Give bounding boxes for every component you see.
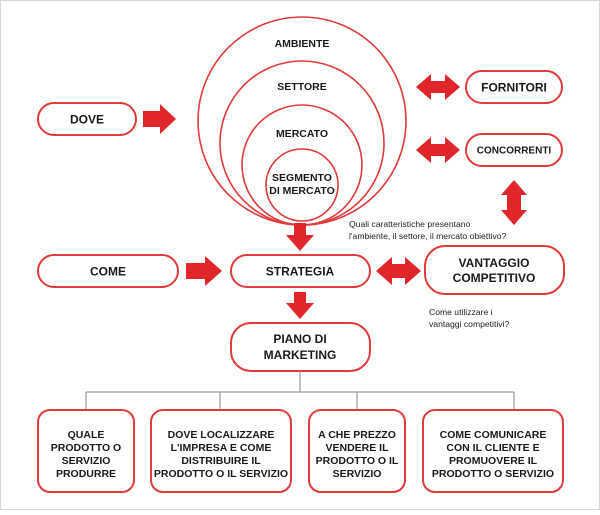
- ring-ambiente-label: AMBIENTE: [275, 38, 330, 50]
- output-box-distribuzione-line-4: PRODOTTO O IL SERVIZIO: [154, 468, 288, 480]
- node-fornitori-shape: [465, 70, 563, 104]
- node-fornitori: FORNITORI: [465, 70, 563, 104]
- ring-settore-label: SETTORE: [277, 81, 326, 93]
- node-dove: DOVE: [37, 102, 137, 136]
- output-box-prezzo-shape: [308, 409, 406, 493]
- node-piano-marketing: PIANO DI MARKETING: [230, 322, 371, 372]
- arrow-rings-to-strategia: [286, 223, 314, 251]
- note-question-2-line-2: vantaggi competitivi?: [429, 319, 509, 329]
- arrow-strategia-to-piano: [286, 292, 314, 319]
- output-box-distribuzione: DOVE LOCALIZZARE L'IMPRESA E COME DISTRI…: [150, 409, 292, 493]
- output-box-prodotto-line-1: QUALE: [68, 429, 105, 441]
- node-strategia-label: STRATEGIA: [266, 265, 335, 279]
- output-box-comunicazione-line-3: PROMUOVERE IL: [449, 455, 538, 467]
- ring-mercato-label: MERCATO: [276, 128, 328, 140]
- node-piano-shape: [230, 322, 371, 372]
- output-box-prezzo-line-4: SERVIZIO: [333, 468, 382, 480]
- output-box-comunicazione: COME COMUNICARE CON IL CLIENTE E PROMUOV…: [422, 409, 564, 493]
- output-box-comunicazione-line-2: CON IL CLIENTE E: [446, 442, 539, 454]
- arrow-strategia-vantaggio-double-icon: [376, 257, 421, 285]
- node-vantaggio-label-2: COMPETITIVO: [453, 271, 536, 285]
- output-box-prezzo-line-2: VENDERE IL: [325, 442, 389, 454]
- arrow-vertical-double-icon: [501, 180, 527, 225]
- output-box-comunicazione-shape: [422, 409, 564, 493]
- node-concorrenti: CONCORRENTI: [465, 133, 563, 167]
- node-strategia-shape: [230, 254, 371, 288]
- node-come-shape: [37, 254, 179, 288]
- node-piano-label-1: PIANO DI: [273, 332, 326, 346]
- node-concorrenti-label: CONCORRENTI: [477, 146, 552, 157]
- arrow-concorrenti-double-icon: [416, 137, 460, 163]
- output-box-prodotto-shape: [37, 409, 135, 493]
- output-box-prezzo-line-3: PRODOTTO O IL: [316, 455, 399, 467]
- output-box-comunicazione-line-1: COME COMUNICARE: [440, 429, 547, 441]
- output-box-distribuzione-line-1: DOVE LOCALIZZARE: [168, 429, 275, 441]
- node-dove-label: DOVE: [70, 113, 104, 127]
- node-piano-label-2: MARKETING: [264, 348, 337, 362]
- output-box-distribuzione-line-3: DISTRIBUIRE IL: [181, 455, 261, 467]
- output-box-prezzo: A CHE PREZZO VENDERE IL PRODOTTO O IL SE…: [308, 409, 406, 493]
- output-box-prodotto-line-2: PRODOTTO O: [51, 442, 121, 454]
- node-come: COME: [37, 254, 179, 288]
- ring-segmento-label-2: DI MERCATO: [269, 185, 335, 197]
- node-vantaggio-competitivo: VANTAGGIO COMPETITIVO: [424, 245, 565, 295]
- arrow-fornitori-double-icon: [416, 74, 460, 100]
- node-vantaggio-shape: [424, 245, 565, 295]
- note-question-2-line-1: Come utilizzare i: [429, 307, 493, 317]
- ring-segmento: [265, 148, 339, 222]
- output-box-prodotto: QUALE PRODOTTO O SERVIZIO PRODURRE: [37, 409, 135, 493]
- output-box-comunicazione-line-4: PRODOTTO O SERVIZIO: [432, 468, 554, 480]
- node-dove-shape: [37, 102, 137, 136]
- output-box-prodotto-line-3: SERVIZIO: [62, 455, 111, 467]
- environment-rings: AMBIENTE SETTORE MERCATO SEGMENTO DI MER…: [197, 16, 407, 226]
- ring-segmento-label-1: SEGMENTO: [272, 172, 332, 184]
- output-box-distribuzione-shape: [150, 409, 292, 493]
- note-question-1-line-1: Quali caratteristiche presentano: [349, 219, 471, 229]
- arrow-dove-to-rings: [143, 104, 176, 134]
- output-box-distribuzione-line-2: L'IMPRESA E COME: [171, 442, 272, 454]
- node-concorrenti-shape: [465, 133, 563, 167]
- node-come-label: COME: [90, 265, 126, 279]
- output-box-prezzo-line-1: A CHE PREZZO: [318, 429, 396, 441]
- node-strategia: STRATEGIA: [230, 254, 371, 288]
- note-question-1-line-2: l'ambiente, il settore, il mercato obiet…: [349, 231, 507, 241]
- arrow-come-to-strategia: [186, 256, 222, 286]
- node-fornitori-label: FORNITORI: [481, 81, 547, 95]
- tree-connector: [85, 371, 515, 410]
- output-box-prodotto-line-4: PRODURRE: [56, 468, 116, 480]
- node-vantaggio-label-1: VANTAGGIO: [459, 256, 530, 270]
